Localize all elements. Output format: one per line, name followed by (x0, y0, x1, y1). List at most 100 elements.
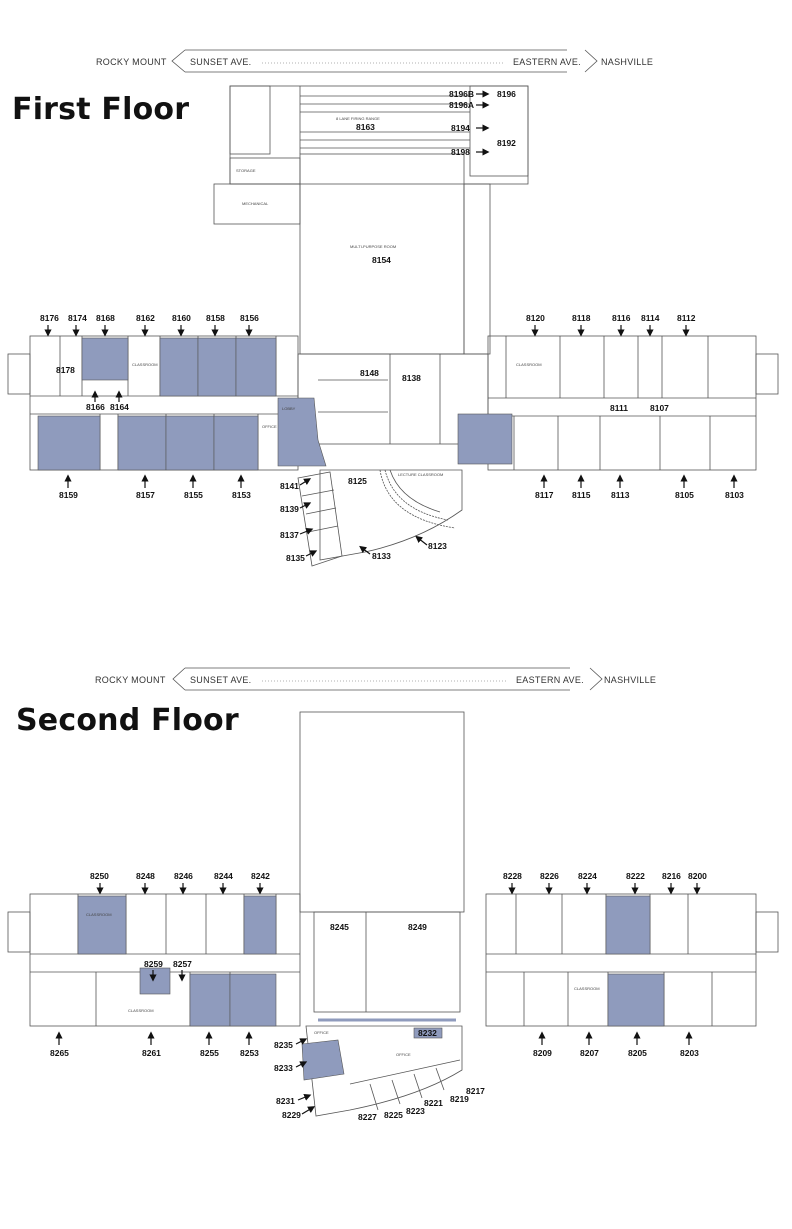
room-8250: 8250 (90, 871, 109, 881)
room-8221: 8221 (424, 1098, 443, 1108)
room-8137: 8137 (280, 530, 299, 540)
room-8107: 8107 (650, 403, 669, 413)
office-label-1: OFFICE (262, 424, 277, 429)
room-8112: 8112 (677, 313, 696, 323)
room-8261: 8261 (142, 1048, 161, 1058)
room-8123: 8123 (428, 541, 447, 551)
room-8162: 8162 (136, 313, 155, 323)
room-8222: 8222 (626, 871, 645, 881)
room-8113: 8113 (611, 490, 630, 500)
first-floor-highlights (37, 337, 513, 471)
classroom-label-8261: CLASSROOM (128, 1008, 154, 1013)
room-8160: 8160 (172, 313, 191, 323)
room-8196: 8196 (497, 89, 516, 99)
room-8163: 8163 (356, 122, 375, 132)
room-8194: 8194 (451, 123, 470, 133)
room-8166: 8166 (86, 402, 105, 412)
street-nashville-1: NASHVILLE (601, 57, 654, 67)
room-8203: 8203 (680, 1048, 699, 1058)
room-8115: 8115 (572, 490, 591, 500)
room-8242: 8242 (251, 871, 270, 881)
street-arrows-second (172, 667, 603, 691)
room-8155: 8155 (184, 490, 203, 500)
room-8159: 8159 (59, 490, 78, 500)
room-8156: 8156 (240, 313, 259, 323)
room-8207: 8207 (580, 1048, 599, 1058)
mechanical-label: MECHANICAL (242, 201, 269, 206)
street-rocky-mount-1: ROCKY MOUNT (96, 57, 167, 67)
room-8232: 8232 (418, 1028, 437, 1038)
room-8153: 8153 (232, 490, 251, 500)
first-floor-title: First Floor (12, 92, 190, 127)
room-8245: 8245 (330, 922, 349, 932)
room-8224: 8224 (578, 871, 597, 881)
room-8164: 8164 (110, 402, 129, 412)
room-8176: 8176 (40, 313, 59, 323)
second-floor-arrows (55, 883, 701, 1115)
room-8135: 8135 (286, 553, 305, 563)
room-8219: 8219 (450, 1094, 469, 1104)
office-label-2: OFFICE (396, 1052, 411, 1057)
room-8157: 8157 (136, 490, 155, 500)
room-8200: 8200 (688, 871, 707, 881)
room-8118: 8118 (572, 313, 591, 323)
second-floor-highlights (77, 895, 665, 1081)
street-sunset-1: SUNSET AVE. (190, 57, 252, 67)
street-nashville-2: NASHVILLE (604, 675, 657, 685)
room-8103: 8103 (725, 490, 744, 500)
classroom-label-8207: CLASSROOM (574, 986, 600, 991)
street-sunset-2: SUNSET AVE. (190, 675, 252, 685)
room-8196B: 8196B (449, 89, 474, 99)
classroom-label-8250: CLASSROOM (86, 912, 112, 917)
room-8217: 8217 (466, 1086, 485, 1096)
room-8257: 8257 (173, 959, 192, 969)
room-8209: 8209 (533, 1048, 552, 1058)
room-8138: 8138 (402, 373, 421, 383)
classroom-label-8120: CLASSROOM (516, 362, 542, 367)
room-8225: 8225 (384, 1110, 403, 1120)
room-8249: 8249 (408, 922, 427, 932)
room-8229: 8229 (282, 1110, 301, 1120)
room-8231: 8231 (276, 1096, 295, 1106)
room-8158: 8158 (206, 313, 225, 323)
room-8235: 8235 (274, 1040, 293, 1050)
street-eastern-2: EASTERN AVE. (516, 675, 584, 685)
room-8141: 8141 (280, 481, 299, 491)
room-8125: 8125 (348, 476, 367, 486)
room-8116: 8116 (612, 313, 631, 323)
classroom-label-8162: CLASSROOM (132, 362, 158, 367)
room-8178: 8178 (56, 365, 75, 375)
room-8105: 8105 (675, 490, 694, 500)
room-8244: 8244 (214, 871, 233, 881)
lecture-label: LECTURE CLASSROOM (398, 472, 443, 477)
multipurpose-label: MULTI-PURPOSE ROOM (350, 244, 396, 249)
room-8265: 8265 (50, 1048, 69, 1058)
room-8174: 8174 (68, 313, 87, 323)
room-8255: 8255 (200, 1048, 219, 1058)
second-floor-title: Second Floor (16, 703, 239, 738)
room-8228: 8228 (503, 871, 522, 881)
room-8192: 8192 (497, 138, 516, 148)
storage-label: STORAGE (236, 168, 256, 173)
room-8139: 8139 (280, 504, 299, 514)
room-8226: 8226 (540, 871, 559, 881)
room-8133: 8133 (372, 551, 391, 561)
lobby-label: LOBBY (282, 406, 296, 411)
street-eastern-1: EASTERN AVE. (513, 57, 581, 67)
first-floor-room-numbers: 8196B 8196 8196A 8194 8192 8198 8163 815… (40, 89, 744, 563)
room-8154: 8154 (372, 255, 391, 265)
room-8111: 8111 (610, 403, 628, 413)
room-8259: 8259 (144, 959, 163, 969)
room-8246: 8246 (174, 871, 193, 881)
room-8223: 8223 (406, 1106, 425, 1116)
room-8216: 8216 (662, 871, 681, 881)
street-arrows-first (171, 49, 598, 73)
street-rocky-mount-2: ROCKY MOUNT (95, 675, 166, 685)
room-8120: 8120 (526, 313, 545, 323)
room-8233: 8233 (274, 1063, 293, 1073)
office-label-3: OFFICE (314, 1030, 329, 1035)
room-8253: 8253 (240, 1048, 259, 1058)
range-label: 8 LANE FIRING RANGE (336, 116, 380, 121)
room-8198: 8198 (451, 147, 470, 157)
